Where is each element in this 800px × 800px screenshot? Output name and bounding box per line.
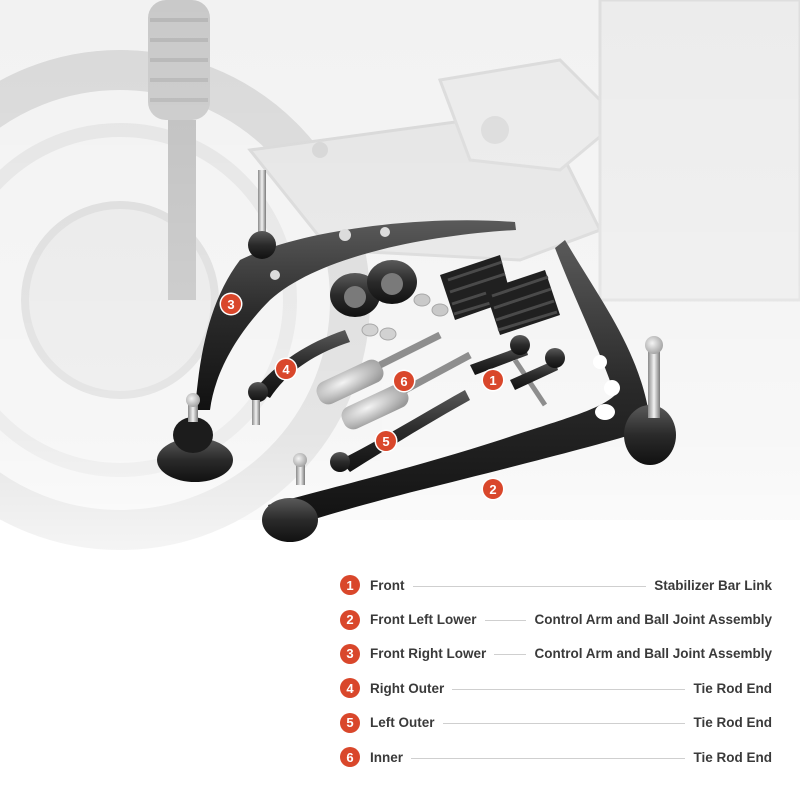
number-badge: 1 (340, 575, 360, 596)
legend-row: 3 Front Right Lower Control Arm and Ball… (340, 637, 772, 671)
callout-1-badge: 1 (483, 370, 503, 390)
legend-row: 1 Front Stabilizer Bar Link (340, 568, 772, 602)
leader-line (442, 723, 686, 725)
callout-2-badge: 2 (483, 479, 503, 499)
leader-line (412, 585, 647, 587)
leader-line (484, 620, 527, 622)
legend-position: Front (370, 577, 405, 593)
callout-3-badge: 3 (221, 294, 241, 314)
legend-position: Front Left Lower (370, 612, 477, 628)
legend-part-name: Tie Rod End (693, 749, 772, 765)
number-badge: 2 (340, 609, 360, 630)
legend-position: Left Outer (370, 715, 435, 731)
leader-line (411, 757, 686, 759)
legend-part-name: Tie Rod End (693, 715, 772, 731)
callout-4-badge: 4 (276, 359, 296, 379)
number-badge: 5 (340, 712, 360, 733)
steering-rack-boots (440, 255, 560, 335)
number-badge: 4 (340, 678, 360, 699)
legend-position: Front Right Lower (370, 646, 487, 662)
legend-part-name: Stabilizer Bar Link (654, 577, 772, 593)
legend-part-name: Control Arm and Ball Joint Assembly (534, 646, 772, 662)
legend-row: 6 Inner Tie Rod End (340, 740, 772, 774)
control-arm-3 (157, 170, 516, 482)
tie-rods (248, 330, 565, 472)
leader-line (494, 654, 527, 656)
legend-position: Right Outer (370, 680, 445, 696)
callout-5-badge: 5 (376, 431, 396, 451)
parts-legend: 1 Front Stabilizer Bar Link 2 Front Left… (340, 568, 772, 774)
bushings (330, 260, 449, 341)
leader-line (452, 688, 686, 690)
legend-row: 2 Front Left Lower Control Arm and Ball … (340, 602, 772, 636)
control-arm-2 (262, 240, 676, 542)
callout-6-badge: 6 (394, 371, 414, 391)
number-badge: 6 (340, 747, 360, 768)
legend-row: 4 Right Outer Tie Rod End (340, 671, 772, 705)
number-badge: 3 (340, 643, 360, 664)
legend-position: Inner (370, 749, 404, 765)
legend-part-name: Control Arm and Ball Joint Assembly (534, 612, 772, 628)
legend-row: 5 Left Outer Tie Rod End (340, 706, 772, 740)
legend-part-name: Tie Rod End (693, 680, 772, 696)
